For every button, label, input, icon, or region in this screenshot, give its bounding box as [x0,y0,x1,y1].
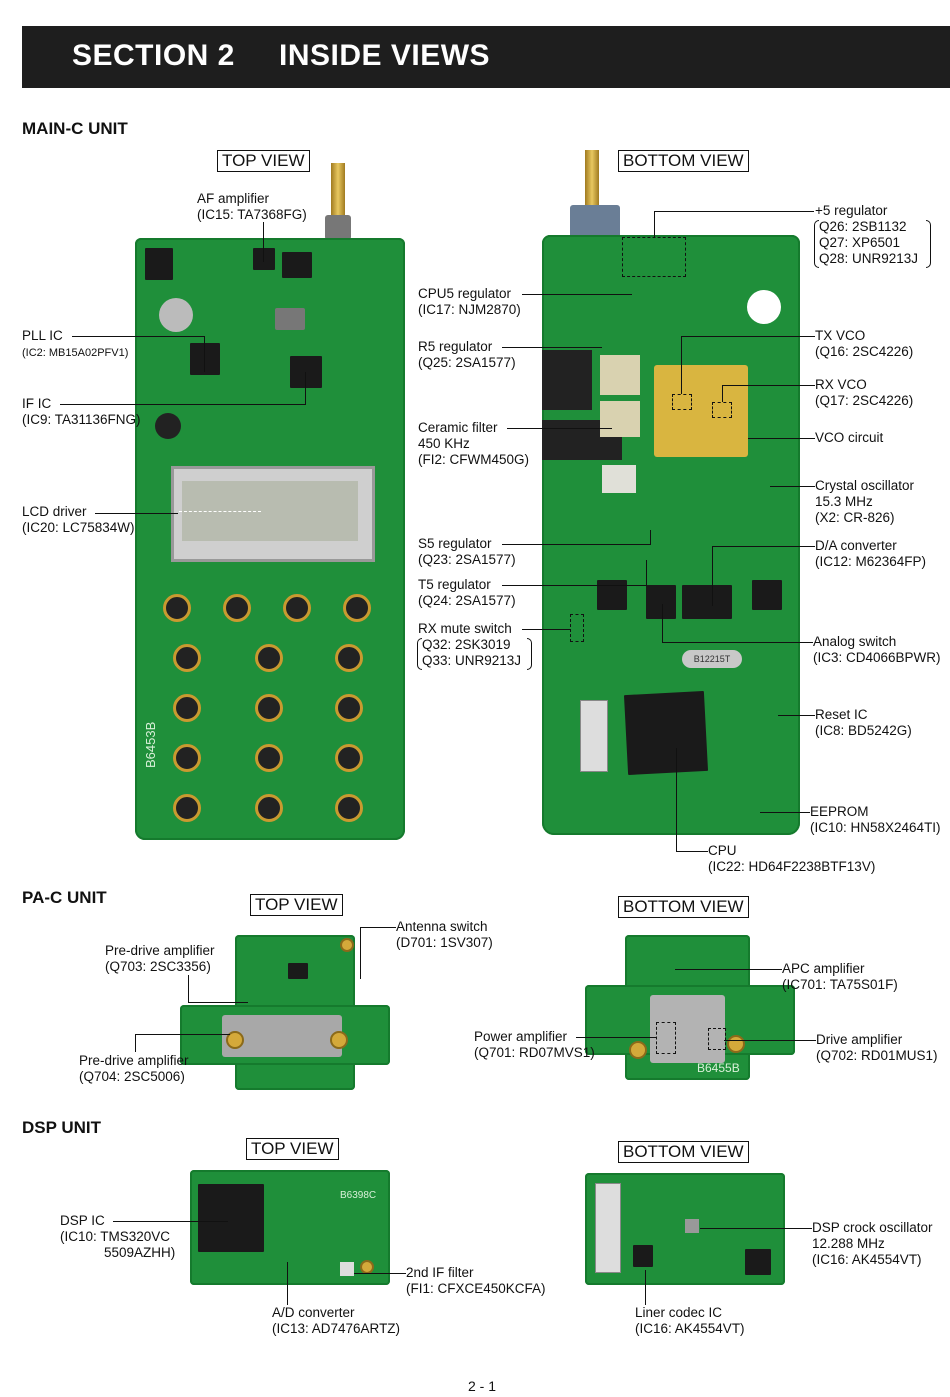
dsp-top-board-photo: B6398C [190,1170,390,1285]
dsp-unit-title: DSP UNIT [22,1118,102,1137]
vco-circuit-label: VCO circuit [815,430,884,445]
pll-ic-label: PLL IC(IC2: MB15A02PFV1) [22,328,129,359]
r5-regulator-label: R5 regulator(Q25: 2SA1577) [418,339,516,370]
crystal-mark: B12215T [682,650,742,668]
section-number: SECTION 2 [72,39,235,72]
tx-vco-marker [672,394,692,410]
board-id-mark: B6453B [143,721,158,768]
drive-amplifier-marker [708,1028,726,1050]
main-c-unit-title: MAIN-C UNIT [22,119,128,138]
if-ic-label: IF IC(IC9: TA31136FNG) [22,396,141,427]
main-c-top-view-label: TOP VIEW [217,150,310,172]
s5-regulator-label: S5 regulator(Q23: 2SA1577) [418,536,516,567]
if-ic-leader [60,404,305,406]
cpu5-regulator-label: CPU5 regulator(IC17: NJM2870) [418,286,521,317]
rx-mute-switch-label: RX mute switch Q32: 2SK3019 Q33: UNR9213… [418,621,522,668]
volume-knob-shaft [331,163,345,223]
af-amplifier-label: AF amplifier(IC15: TA7368FG) [197,191,307,222]
section-title: INSIDE VIEWS [279,39,491,72]
reset-ic-label: Reset IC(IC8: BD5242G) [815,707,912,738]
volume-knob-base [325,215,351,240]
pa-board-id-mark: B6455B [697,1061,740,1075]
power-amplifier-marker [656,1022,676,1054]
pa-c-top-board-photo [180,935,390,1090]
power-amplifier-label: Power amplifier(Q701: RD07MVS1) [474,1029,595,1060]
plus5-regulator-marker [622,237,686,277]
main-c-top-board-photo: B6453B [135,160,405,845]
eeprom-label: EEPROM(IC10: HN58X2464TI) [810,804,941,835]
page-number: 2 - 1 [468,1378,497,1394]
cpu-label: CPU(IC22: HD64F2238BTF13V) [708,843,876,874]
section-banner: SECTION 2 INSIDE VIEWS [22,26,950,88]
second-if-filter-label: 2nd IF filter(FI1: CFXCE450KCFA) [406,1265,546,1296]
pre-drive-amplifier-1-label: Pre-drive amplifier(Q703: 2SC3356) [105,943,215,974]
dsp-bottom-board-photo [585,1173,785,1285]
cpu-chip [623,690,709,776]
lcd-display [171,466,375,562]
pll-ic-leader [72,336,204,338]
main-c-bottom-pcb: B12215T [542,235,800,835]
main-c-bottom-board-photo: B12215T [540,150,805,840]
pre-drive-amplifier-2-label: Pre-drive amplifier(Q704: 2SC5006) [79,1053,189,1084]
analog-switch-label: Analog switch(IC3: CD4066BPWR) [813,634,941,665]
main-c-bottom-view-label: BOTTOM VIEW [618,150,749,172]
rx-vco-label: RX VCO(Q17: 2SC4226) [815,377,914,408]
rx-vco-marker [712,402,732,418]
pa-c-bottom-view-label: BOTTOM VIEW [618,896,749,918]
antenna-switch-label: Antenna switch(D701: 1SV307) [396,919,493,950]
af-amplifier-leader [263,222,265,262]
dsp-top-view-label: TOP VIEW [246,1138,339,1160]
plus5-regulator-label: +5 regulator Q26: 2SB1132 Q27: XP6501 Q2… [815,203,919,266]
rx-mute-marker [570,614,584,642]
liner-codec-label: Liner codec IC(IC16: AK4554VT) [635,1305,745,1336]
tx-vco-label: TX VCO(Q16: 2SC4226) [815,328,914,359]
dsp-bottom-view-label: BOTTOM VIEW [618,1141,749,1163]
pa-c-bottom-board-photo: B6455B [585,935,795,1080]
dsp-board-id-mark: B6398C [340,1190,377,1201]
lcd-driver-leader [95,513,178,515]
t5-regulator-label: T5 regulator(Q24: 2SA1577) [418,577,516,608]
drive-amplifier-label: Drive amplifier(Q702: RD01MUS1) [816,1032,938,1063]
lcd-driver-marker [179,511,261,512]
dsp-ic-label: DSP IC (IC10: TMS320VC 5509AZHH) [60,1213,176,1260]
lcd-driver-label: LCD driver(IC20: LC75834W) [22,504,135,535]
apc-amplifier-label: APC amplifier(IC701: TA75S01F) [782,961,898,992]
dsp-ic-chip [198,1184,264,1252]
pa-c-top-view-label: TOP VIEW [250,894,343,916]
pa-c-unit-title: PA-C UNIT [22,888,107,907]
ad-converter-label: A/D converter(IC13: AD7476ARTZ) [272,1305,401,1336]
main-c-top-pcb: B6453B [135,238,405,840]
vco-shield [654,365,748,457]
da-converter-label: D/A converter(IC12: M62364FP) [815,538,927,569]
